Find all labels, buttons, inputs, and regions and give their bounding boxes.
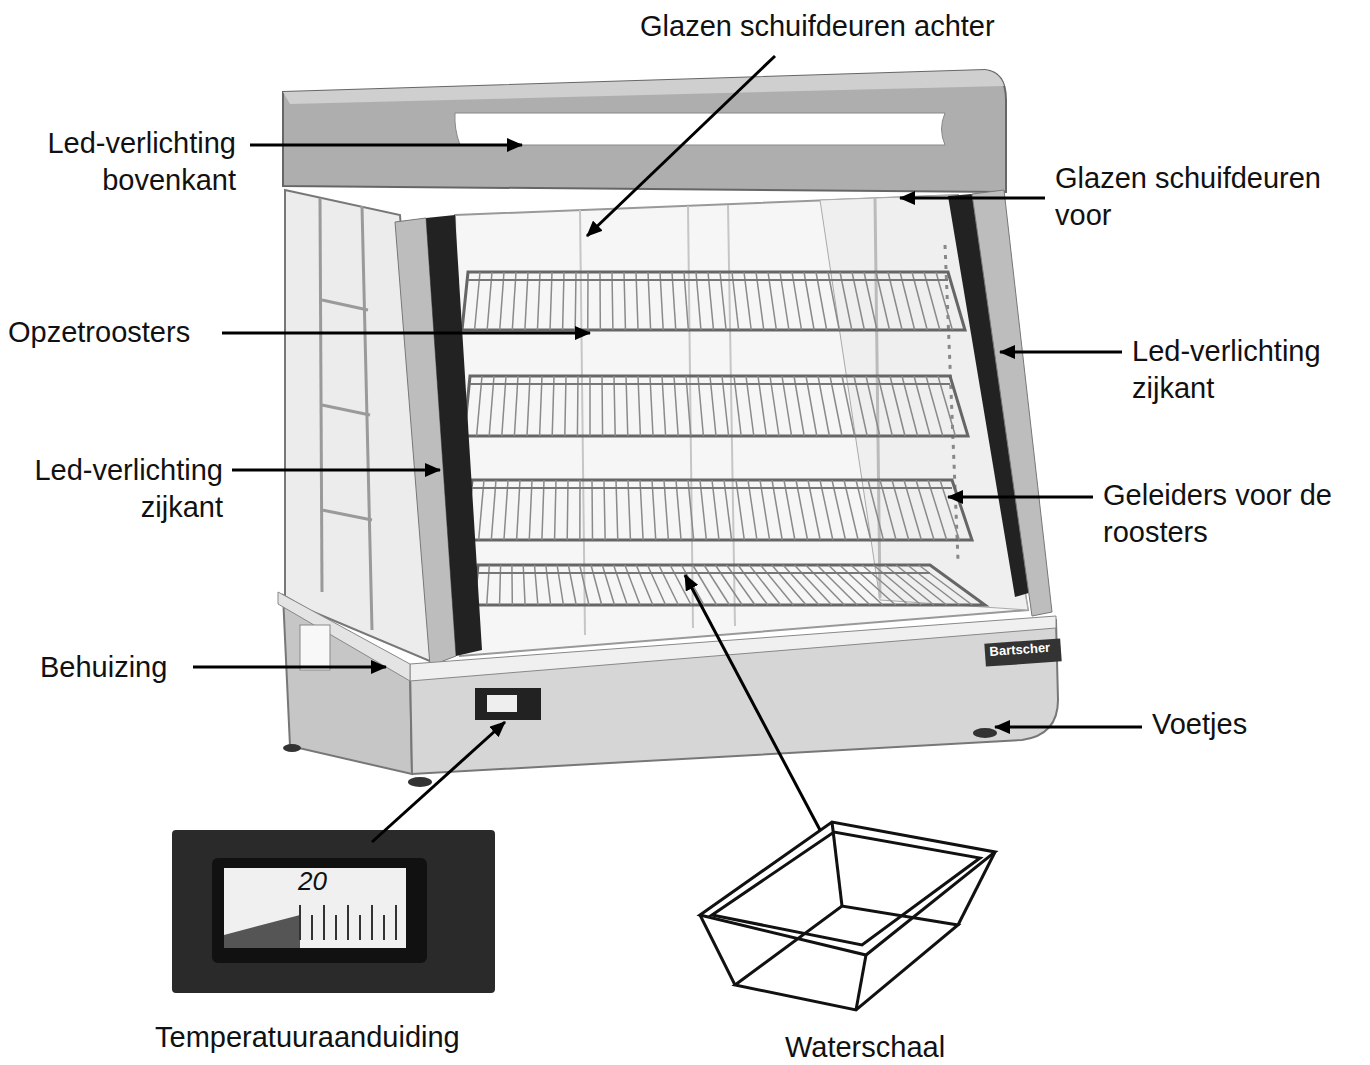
rack-rod — [727, 565, 755, 605]
logo-plate — [984, 638, 1061, 666]
foot — [408, 777, 432, 787]
part-label: Waterschaal — [785, 1029, 945, 1065]
rack-rod — [568, 565, 576, 605]
rack-rod — [738, 565, 768, 605]
part-label: Temperatuuraanduiding — [155, 1019, 460, 1056]
glass-front — [455, 195, 1028, 656]
rack-bar — [472, 487, 952, 489]
rack-rod — [828, 565, 870, 605]
part-label: Led-verlichting zijkant — [0, 452, 223, 526]
side-frame — [320, 198, 322, 592]
rack-rod — [715, 565, 742, 605]
part-label: Led-verlichting bovenkant — [0, 125, 236, 199]
rack-rod — [840, 565, 883, 605]
roof — [283, 70, 1006, 192]
inset-bezel — [212, 858, 427, 963]
side-rail — [322, 405, 370, 415]
part-label: Glazen schuifdeuren voor — [1055, 160, 1345, 234]
side-frame — [362, 206, 372, 630]
rack-rod — [907, 565, 959, 605]
foot — [973, 728, 997, 738]
rack-rod — [602, 565, 614, 605]
rack-rod — [614, 565, 628, 605]
side-rail — [322, 300, 368, 310]
part-label: 20 — [298, 866, 327, 896]
rack-frame — [474, 565, 985, 605]
rack-bar — [468, 279, 948, 281]
type-plate — [300, 625, 330, 670]
part-label: Geleiders voor de roosters — [1103, 477, 1370, 551]
roof-top — [283, 70, 1004, 104]
rack-rod — [806, 565, 845, 605]
part-label: Led-verlichting zijkant — [1132, 333, 1364, 407]
part-label: Behuizing — [40, 649, 167, 686]
gauge-ticks — [300, 905, 396, 940]
rack-rod — [546, 565, 551, 605]
rack-rod — [919, 565, 973, 605]
rack-rod — [659, 565, 679, 605]
rear-door-edge — [728, 205, 735, 626]
inner-frame — [875, 198, 880, 598]
rack-rod — [670, 565, 691, 605]
base-rail — [410, 616, 1056, 681]
water-tray — [700, 822, 995, 1010]
thermometer-window — [487, 695, 517, 712]
racks — [462, 272, 985, 605]
side-rail — [322, 510, 372, 520]
leader-lines — [193, 56, 1142, 842]
part-label: Glazen schuifdeuren achter — [640, 8, 995, 45]
rack-rod — [817, 565, 857, 605]
rack-rod — [580, 565, 589, 605]
inset-photo — [172, 830, 495, 993]
rack-rod — [896, 565, 947, 605]
frame-pillar — [972, 190, 1052, 616]
rack-frame — [466, 480, 972, 540]
rack-rod — [851, 565, 896, 605]
led-pillar — [426, 215, 482, 656]
part-label: Opzetroosters — [8, 314, 190, 351]
base-side — [283, 595, 412, 774]
rack-rod — [591, 565, 602, 605]
rack-rod — [500, 565, 501, 605]
rack-bar — [478, 572, 930, 574]
thermometer — [475, 688, 541, 720]
part-label: Voetjes — [1152, 706, 1247, 743]
rack-rod — [704, 565, 730, 605]
rack-rod — [511, 565, 513, 605]
rack-frame — [464, 376, 968, 436]
rack-guide — [945, 245, 958, 560]
rack-rod — [523, 565, 525, 605]
gauge-needle — [224, 915, 300, 948]
rack-rod — [557, 565, 563, 605]
rack-rod — [625, 565, 640, 605]
rack-rod — [648, 565, 666, 605]
rack-frame — [462, 272, 965, 330]
rack-rod — [535, 565, 538, 605]
rack-rod — [487, 565, 490, 605]
rack-bar — [470, 383, 950, 385]
foot — [283, 744, 301, 752]
rack-rod — [862, 565, 908, 605]
rack-rod — [681, 565, 704, 605]
